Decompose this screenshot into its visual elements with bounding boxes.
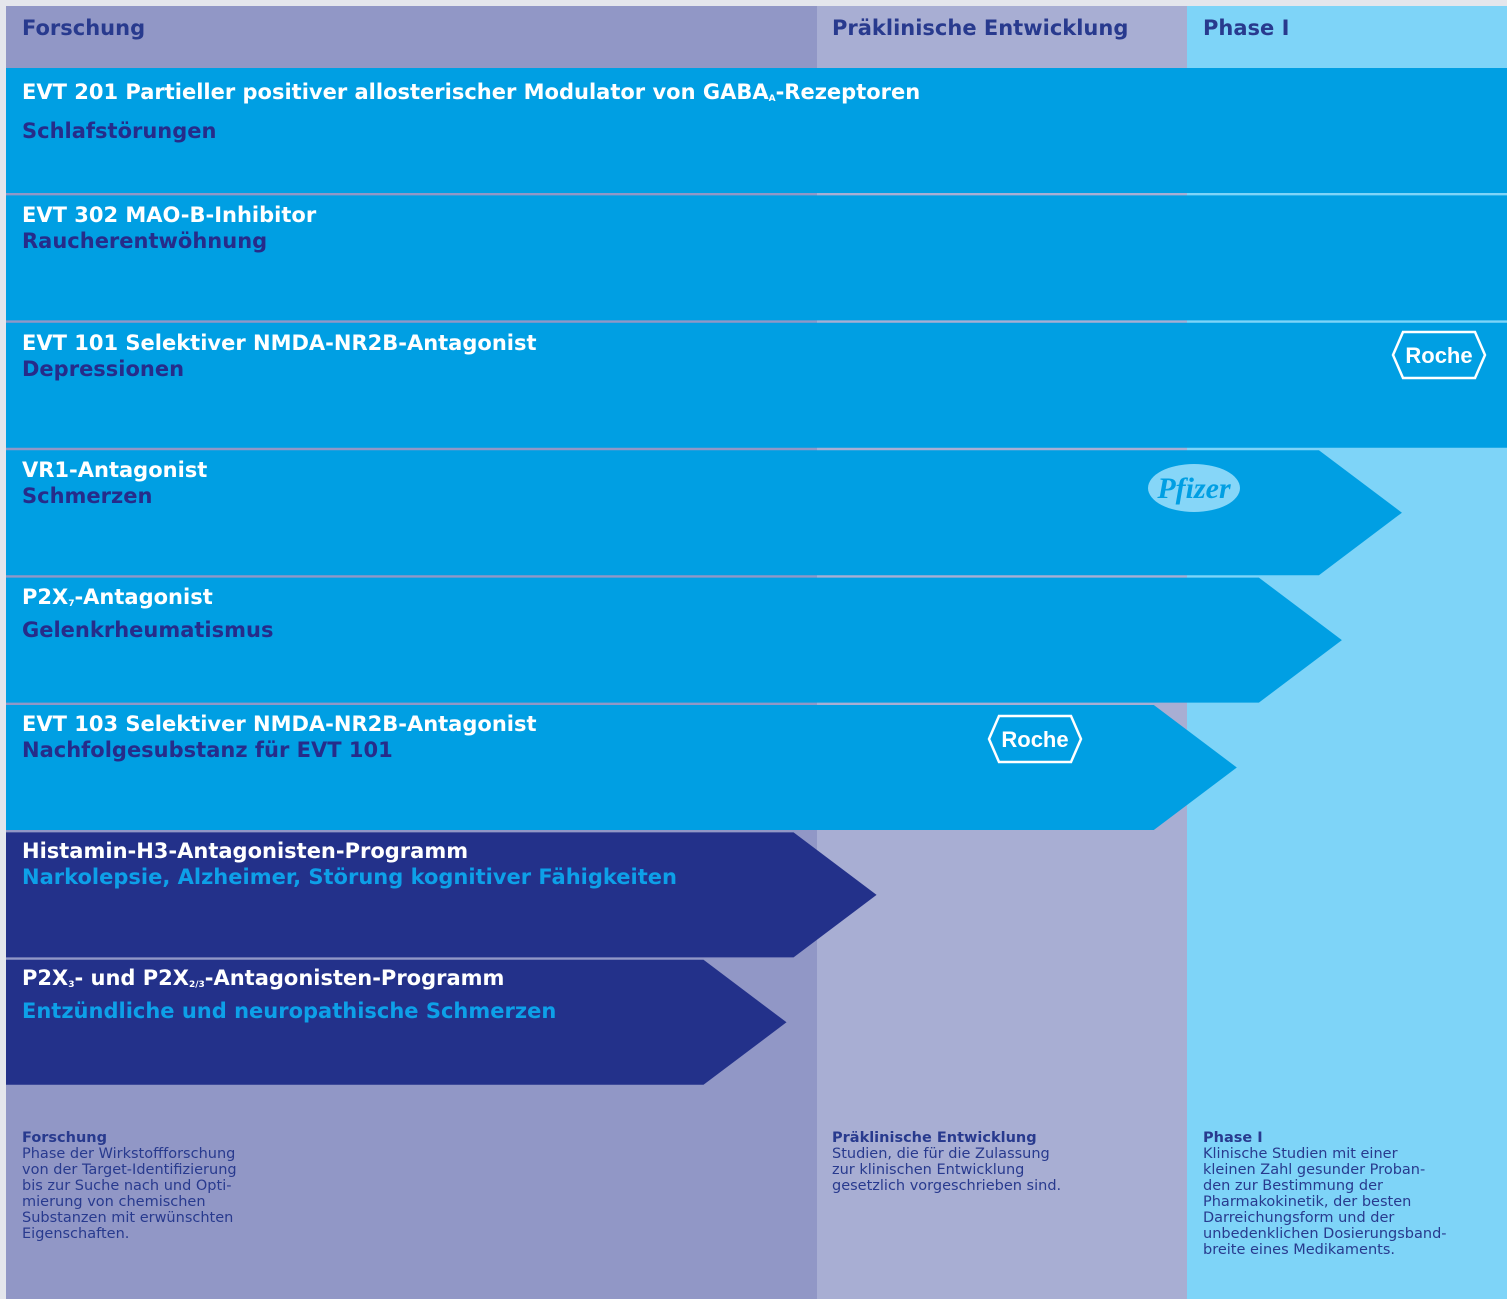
row-title: EVT 201 Partieller positiver allosterisc…	[22, 80, 921, 104]
row-text-evt201: EVT 201 Partieller positiver allosterisc…	[22, 79, 920, 144]
row-text-histamin: Histamin-H3-Antagonisten-Programm Narkol…	[22, 838, 677, 890]
row-indication: Schlafstörungen	[22, 119, 217, 143]
row-title: EVT 101 Selektiver NMDA-NR2B-Antagonist	[22, 331, 537, 355]
pipeline-bar	[6, 68, 1507, 193]
row-text-vr1: VR1-Antagonist Schmerzen	[22, 457, 207, 509]
pipeline-bar-shape	[6, 450, 1402, 576]
pipeline-bar	[6, 577, 1342, 703]
row-title: Histamin-H3-Antagonisten-Programm	[22, 839, 469, 863]
pipeline-bar-shape	[6, 577, 1342, 703]
row-text-p2x3: P2X3- und P2X2/3-Antagonisten-Programm E…	[22, 965, 556, 1024]
row-title: VR1-Antagonist	[22, 458, 208, 482]
footnote-body: Klinische Studien mit einer kleinen Zahl…	[1203, 1146, 1447, 1258]
pipeline-bar-shape	[6, 322, 1507, 448]
footnote-praeklinisch: Präklinische Entwicklung Studien, die fü…	[832, 1130, 1061, 1194]
footnote-body: Studien, die für die Zulassung zur klini…	[832, 1146, 1062, 1194]
pipeline-bar-shape	[6, 959, 787, 1085]
row-indication: Narkolepsie, Alzheimer, Störung kognitiv…	[22, 865, 677, 889]
footnote-heading: Präklinische Entwicklung	[832, 1130, 1037, 1146]
svg-text:Pfizer: Pfizer	[1156, 472, 1231, 505]
pipeline-bar-shape	[6, 705, 1237, 830]
footnote-forschung: Forschung Phase der Wirkstoffforschung v…	[22, 1130, 237, 1242]
row-indication: Gelenkrheumatismus	[22, 618, 274, 642]
pipeline-bar	[6, 705, 1237, 830]
row-text-evt103: EVT 103 Selektiver NMDA-NR2B-Antagonist …	[22, 711, 537, 763]
svg-text:Roche: Roche	[1001, 727, 1068, 752]
row-title: P2X7-Antagonist	[22, 585, 213, 609]
pipeline-bar	[6, 832, 877, 958]
pipeline-bar	[6, 450, 1402, 576]
row-text-evt101: EVT 101 Selektiver NMDA-NR2B-Antagonist …	[22, 330, 537, 382]
footnote-body: Phase der Wirkstoffforschung von der Tar…	[22, 1146, 237, 1242]
column-header-phase1: Phase I	[1203, 16, 1290, 40]
roche-logo-icon: Roche	[1391, 330, 1487, 380]
row-title: P2X3- und P2X2/3-Antagonisten-Programm	[22, 966, 505, 990]
pipeline-bar-shape	[6, 68, 1507, 193]
roche-logo-icon: Roche	[987, 714, 1083, 764]
footnote-phase1: Phase I Klinische Studien mit einer klei…	[1203, 1130, 1447, 1258]
row-indication: Entzündliche und neuropathische Schmerze…	[22, 999, 557, 1023]
pipeline-bar	[6, 195, 1507, 321]
pfizer-logo-icon: Pfizer	[1148, 464, 1240, 512]
pipeline-bar	[6, 959, 787, 1085]
column-header-forschung: Forschung	[22, 16, 146, 40]
row-indication: Raucherentwöhnung	[22, 229, 268, 253]
row-indication: Schmerzen	[22, 484, 153, 508]
pipeline-bar-shape	[6, 195, 1507, 321]
footnote-heading: Phase I	[1203, 1130, 1263, 1146]
svg-text:Roche: Roche	[1405, 343, 1472, 368]
pipeline-bar	[6, 322, 1507, 448]
pipeline-bar-shape	[6, 832, 877, 958]
footnote-heading: Forschung	[22, 1130, 108, 1146]
column-header-praeklinisch: Präklinische Entwicklung	[832, 16, 1129, 40]
row-indication: Nachfolgesubstanz für EVT 101	[22, 738, 393, 762]
row-title: EVT 103 Selektiver NMDA-NR2B-Antagonist	[22, 712, 537, 736]
row-title: EVT 302 MAO-B-Inhibitor	[22, 203, 317, 227]
row-text-p2x7: P2X7-Antagonist Gelenkrheumatismus	[22, 584, 273, 643]
row-indication: Depressionen	[22, 357, 185, 381]
row-text-evt302: EVT 302 MAO-B-Inhibitor Raucherentwöhnun…	[22, 202, 316, 254]
